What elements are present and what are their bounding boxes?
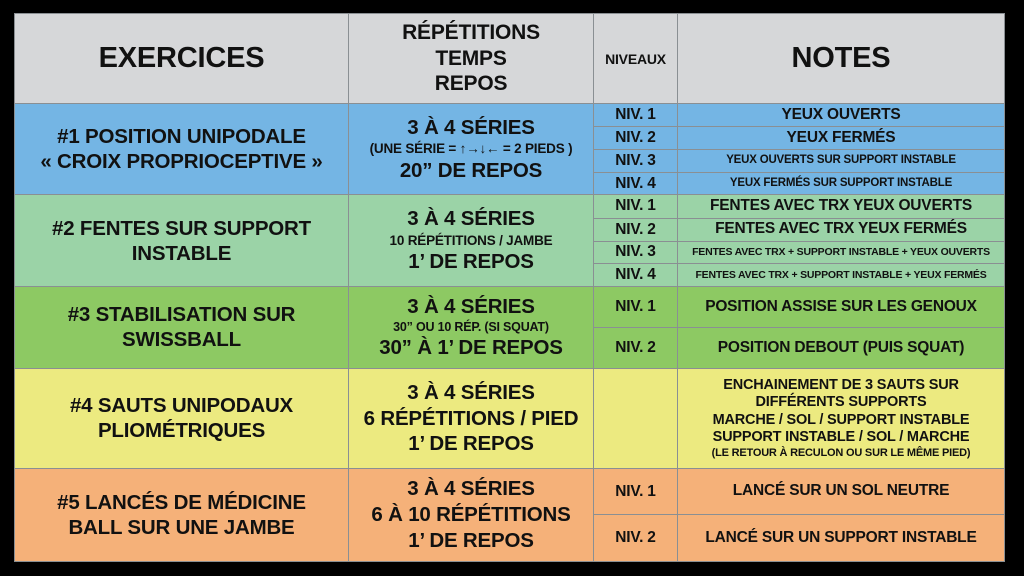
prescription-rest-4: 1’ DE REPOS xyxy=(408,432,534,456)
header-repetitions-line-1: RÉPÉTITIONS xyxy=(402,21,540,45)
prescription-cell-2: 3 À 4 SÉRIES 10 RÉPÉTITIONS / JAMBE 1’ D… xyxy=(348,194,594,287)
exercise-title-line-2: SWISSBALL xyxy=(122,328,241,352)
prescription-series-4: 3 À 4 SÉRIES xyxy=(407,380,535,404)
level-cell: NIV. 3 xyxy=(593,240,678,265)
prescription-rest-3: 30” À 1’ DE REPOS xyxy=(379,336,563,360)
note-cell: YEUX FERMÉS SUR SUPPORT INSTABLE xyxy=(677,171,1005,196)
level-cell: NIV. 2 xyxy=(593,217,678,242)
exercise-title-line-2: PLIOMÉTRIQUES xyxy=(97,419,266,443)
level-cell: NIV. 1 xyxy=(593,285,678,328)
exercise-title-line-2: BALL SUR UNE JAMBE xyxy=(68,515,295,539)
prescription-series-5: 3 À 4 SÉRIES xyxy=(407,477,535,501)
header-row: EXERCICES RÉPÉTITIONS TEMPS REPOS NIVEAU… xyxy=(14,13,1005,104)
exercise-title-line-1: #2 FENTES SUR SUPPORT xyxy=(52,216,311,240)
prescription-rest-2: 1’ DE REPOS xyxy=(408,250,534,274)
exercise-title-line-1: #4 SAUTS UNIPODAUX xyxy=(69,394,294,418)
note-line-small: (LE RETOUR À RECULON OU SUR LE MÊME PIED… xyxy=(711,446,971,459)
exercise-title-line-2: INSTABLE xyxy=(131,241,232,265)
exercise-name-cell-3: #3 STABILISATION SUR SWISSBALL xyxy=(14,285,349,369)
exercise-title-line-1: #1 POSITION UNIPODALE xyxy=(57,125,306,149)
prescription-detail-3: 30” OU 10 RÉP. (SI SQUAT) xyxy=(393,320,549,335)
note-cell: FENTES AVEC TRX YEUX FERMÉS xyxy=(677,217,1005,242)
note-line-2: DIFFÉRENTS SUPPORTS xyxy=(755,394,927,411)
table-header: EXERCICES RÉPÉTITIONS TEMPS REPOS NIVEAU… xyxy=(14,13,1005,104)
prescription-series-1: 3 À 4 SÉRIES xyxy=(407,115,535,139)
level-cell: NIV. 3 xyxy=(593,149,678,173)
note-cell: LANCÉ SUR UN SOL NEUTRE xyxy=(677,467,1005,516)
level-cell: NIV. 2 xyxy=(593,126,678,151)
prescription-cell-4: 3 À 4 SÉRIES 6 RÉPÉTITIONS / PIED 1’ DE … xyxy=(348,367,594,469)
level-cell: NIV. 2 xyxy=(593,326,678,369)
note-cell: YEUX OUVERTS xyxy=(677,102,1005,128)
table-row: #4 SAUTS UNIPODAUX PLIOMÉTRIQUES 3 À 4 S… xyxy=(14,367,1005,469)
header-repetitions-line-3: REPOS xyxy=(434,72,508,96)
note-cell: FENTES AVEC TRX YEUX OUVERTS xyxy=(677,194,1005,219)
note-cell: FENTES AVEC TRX + SUPPORT INSTABLE + YEU… xyxy=(677,263,1005,287)
exercise-name-cell-5: #5 LANCÉS DE MÉDICINE BALL SUR UNE JAMBE xyxy=(14,467,349,563)
exercise-name-cell-4: #4 SAUTS UNIPODAUX PLIOMÉTRIQUES xyxy=(14,367,349,469)
note-line-4: SUPPORT INSTABLE / SOL / MARCHE xyxy=(712,429,970,446)
prescription-cell-1: 3 À 4 SÉRIES (UNE SÉRIE = ↑→↓← = 2 PIEDS… xyxy=(348,102,594,196)
table-row: #3 STABILISATION SUR SWISSBALL 3 À 4 SÉR… xyxy=(14,285,1005,369)
header-repetitions-line-2: TEMPS xyxy=(435,46,507,70)
exercise-title-line-1: #5 LANCÉS DE MÉDICINE xyxy=(57,490,306,514)
note-cell: POSITION DEBOUT (PUIS SQUAT) xyxy=(677,326,1005,369)
prescription-series-3: 3 À 4 SÉRIES xyxy=(407,294,535,318)
level-cell: NIV. 1 xyxy=(593,467,678,516)
note-cell: YEUX FERMÉS xyxy=(677,126,1005,151)
header-notes: NOTES xyxy=(677,13,1005,104)
header-niveaux: NIVEAUX xyxy=(593,13,678,104)
table-body: #1 POSITION UNIPODALE « CROIX PROPRIOCEP… xyxy=(14,102,1005,563)
prescription-detail-4: 6 RÉPÉTITIONS / PIED xyxy=(363,406,579,430)
level-cell-empty xyxy=(593,367,678,469)
level-cell: NIV. 2 xyxy=(593,514,678,562)
prescription-detail-5: 6 À 10 RÉPÉTITIONS xyxy=(371,503,571,527)
note-cell: LANCÉ SUR UN SUPPORT INSTABLE xyxy=(677,514,1005,562)
level-cell: NIV. 1 xyxy=(593,194,678,219)
note-cell: YEUX OUVERTS SUR SUPPORT INSTABLE xyxy=(677,149,1005,173)
table-row: #1 POSITION UNIPODALE « CROIX PROPRIOCEP… xyxy=(14,102,1005,196)
note-cell: FENTES AVEC TRX + SUPPORT INSTABLE + YEU… xyxy=(677,240,1005,265)
note-line-1: ENCHAINEMENT DE 3 SAUTS SUR xyxy=(723,376,959,393)
note-cell: ENCHAINEMENT DE 3 SAUTS SUR DIFFÉRENTS S… xyxy=(677,367,1005,469)
prescription-series-2: 3 À 4 SÉRIES xyxy=(407,207,535,231)
table-row: #2 FENTES SUR SUPPORT INSTABLE 3 À 4 SÉR… xyxy=(14,194,1005,287)
exercise-program-table: EXERCICES RÉPÉTITIONS TEMPS REPOS NIVEAU… xyxy=(14,13,1005,563)
prescription-detail-1: (UNE SÉRIE = ↑→↓← = 2 PIEDS ) xyxy=(369,141,573,157)
level-cell: NIV. 4 xyxy=(593,171,678,196)
prescription-rest-5: 1’ DE REPOS xyxy=(408,528,534,552)
prescription-detail-2: 10 RÉPÉTITIONS / JAMBE xyxy=(389,232,553,248)
exercise-title-line-1: #3 STABILISATION SUR xyxy=(67,303,296,327)
header-repetitions: RÉPÉTITIONS TEMPS REPOS xyxy=(348,13,594,104)
level-cell: NIV. 4 xyxy=(593,263,678,287)
header-exercices: EXERCICES xyxy=(14,13,349,104)
note-line-3: MARCHE / SOL / SUPPORT INSTABLE xyxy=(712,411,970,428)
prescription-cell-5: 3 À 4 SÉRIES 6 À 10 RÉPÉTITIONS 1’ DE RE… xyxy=(348,467,594,563)
prescription-rest-1: 20” DE REPOS xyxy=(399,159,543,182)
table-row: #5 LANCÉS DE MÉDICINE BALL SUR UNE JAMBE… xyxy=(14,467,1005,563)
exercise-name-cell-1: #1 POSITION UNIPODALE « CROIX PROPRIOCEP… xyxy=(14,102,349,196)
exercise-name-cell-2: #2 FENTES SUR SUPPORT INSTABLE xyxy=(14,194,349,287)
note-cell: POSITION ASSISE SUR LES GENOUX xyxy=(677,285,1005,328)
prescription-cell-3: 3 À 4 SÉRIES 30” OU 10 RÉP. (SI SQUAT) 3… xyxy=(348,285,594,369)
level-cell: NIV. 1 xyxy=(593,102,678,128)
exercise-title-line-2: « CROIX PROPRIOCEPTIVE » xyxy=(40,150,323,174)
